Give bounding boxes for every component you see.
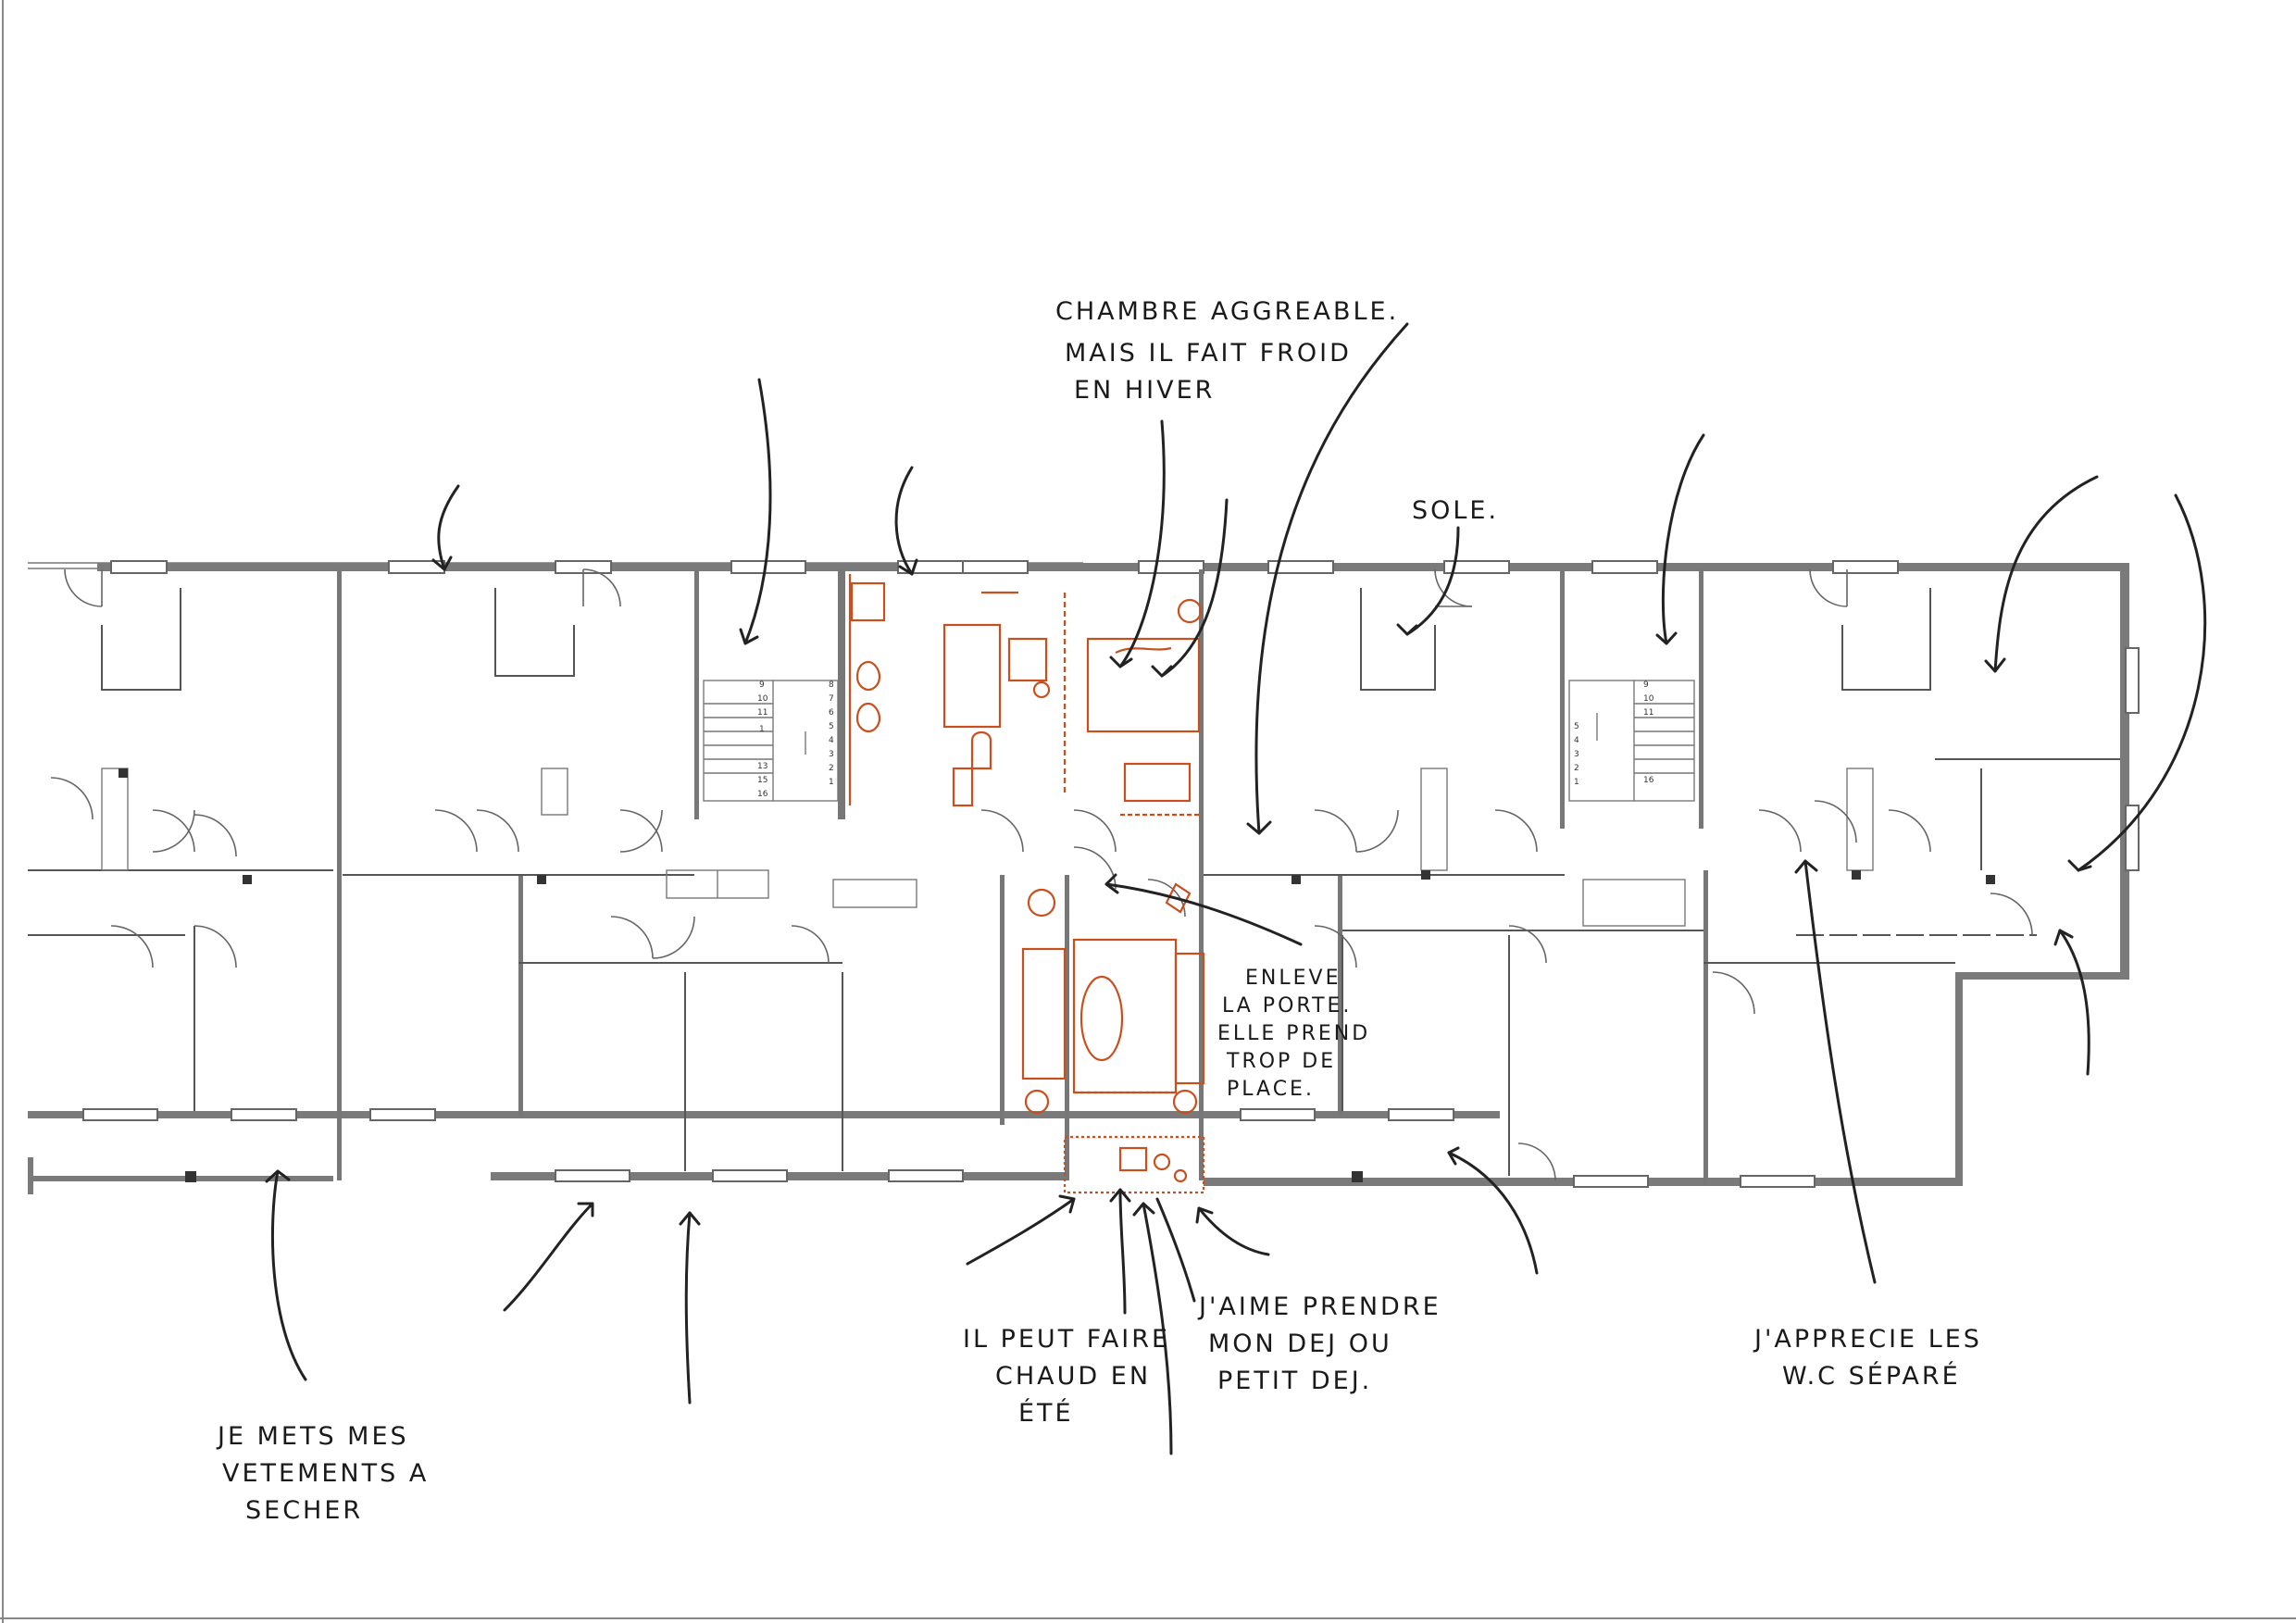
stair-r-num-11: 11 <box>1643 708 1653 718</box>
stair-r-num-3: 3 <box>1574 750 1579 759</box>
annotation-arrows <box>265 322 2207 1455</box>
stair-num-1: 1 <box>759 725 765 734</box>
annotation-prendre: J'AIME PRENDRE MON DEJ OU PETIT DEJ. <box>1197 1292 1441 1395</box>
exterior-walls <box>28 562 2129 1194</box>
note-prendre-line1: J'AIME PRENDRE <box>1197 1292 1441 1321</box>
note-enleve-line3: ELLE PREND <box>1217 1022 1370 1045</box>
stair-num-7: 7 <box>829 694 834 704</box>
stair-num-11: 11 <box>757 708 767 718</box>
interior-partitions <box>28 569 2120 1185</box>
stair-r-num-5: 5 <box>1574 722 1579 731</box>
note-chaud-line2: CHAUD EN <box>995 1362 1151 1391</box>
stair-num-3: 3 <box>829 750 834 759</box>
note-chambre-line2: MAIS IL FAIT FROID <box>1065 339 1352 368</box>
stair-num-6: 6 <box>829 708 834 718</box>
stair-r-num-16: 16 <box>1643 776 1654 785</box>
stair-num-15: 15 <box>757 776 767 785</box>
bottom-windows <box>82 1108 1816 1188</box>
note-prendre-line3: PETIT DEJ. <box>1217 1367 1372 1395</box>
top-windows <box>110 560 2140 871</box>
note-prendre-line2: MON DEJ OU <box>1208 1330 1392 1358</box>
note-chambre-line1: CHAMBRE AGGREABLE. <box>1055 297 1399 326</box>
furniture-sketch <box>848 574 1205 1194</box>
stair-num-13: 13 <box>757 762 767 771</box>
stair-num-4: 4 <box>829 736 834 745</box>
note-enleve-line4: TROP DE <box>1226 1050 1336 1073</box>
stair-r-num-4: 4 <box>1574 736 1579 745</box>
annotation-chaud: IL PEUT FAIRE CHAUD EN ÉTÉ <box>963 1325 1170 1428</box>
stair-num-8: 8 <box>829 680 834 690</box>
stair-right: 9 10 11 5 4 3 2 1 16 <box>1568 680 1695 802</box>
note-sole: SOLE. <box>1412 496 1499 525</box>
stair-r-num-10: 10 <box>1643 694 1654 704</box>
stair-r-num-2: 2 <box>1574 764 1579 773</box>
note-vetements-line1: JE METS MES <box>216 1422 409 1451</box>
stair-left: 9 10 11 1 13 15 16 8 7 6 5 4 3 2 1 <box>703 680 839 802</box>
annotation-sole: SOLE. <box>1412 496 1499 525</box>
stair-num-1b: 1 <box>829 778 834 787</box>
note-chaud-line1: IL PEUT FAIRE <box>963 1325 1170 1354</box>
note-vetements-line3: SECHER <box>245 1496 363 1525</box>
note-enleve-line5: PLACE. <box>1227 1078 1315 1101</box>
note-vetements-line2: VETEMENTS A <box>222 1459 429 1488</box>
note-wc-line1: J'APPRECIE LES <box>1753 1325 1982 1354</box>
note-enleve-line1: ENLEVE <box>1245 967 1341 990</box>
stair-num-2: 2 <box>829 764 834 773</box>
stair-num-16: 16 <box>757 790 768 799</box>
note-chambre-line3: EN HIVER <box>1074 376 1215 405</box>
stair-num-9: 9 <box>759 680 765 690</box>
stair-num-5: 5 <box>829 722 834 731</box>
annotation-enleve: ENLEVE LA PORTE. ELLE PREND TROP DE PLAC… <box>1217 967 1370 1101</box>
note-chaud-line3: ÉTÉ <box>1018 1398 1074 1428</box>
annotation-vetements: JE METS MES VETEMENTS A SECHER <box>216 1422 429 1525</box>
door-swings <box>50 568 2033 1181</box>
stair-r-num-1: 1 <box>1574 778 1579 787</box>
annotation-chambre: CHAMBRE AGGREABLE. MAIS IL FAIT FROID EN… <box>1055 297 1399 405</box>
annotation-wc: J'APPRECIE LES W.C SÉPARÉ <box>1753 1325 1982 1391</box>
stair-r-num-9: 9 <box>1643 680 1649 690</box>
note-enleve-line2: LA PORTE. <box>1222 994 1352 1017</box>
note-wc-line2: W.C SÉPARÉ <box>1782 1361 1961 1391</box>
stair-num-10: 10 <box>757 694 768 704</box>
